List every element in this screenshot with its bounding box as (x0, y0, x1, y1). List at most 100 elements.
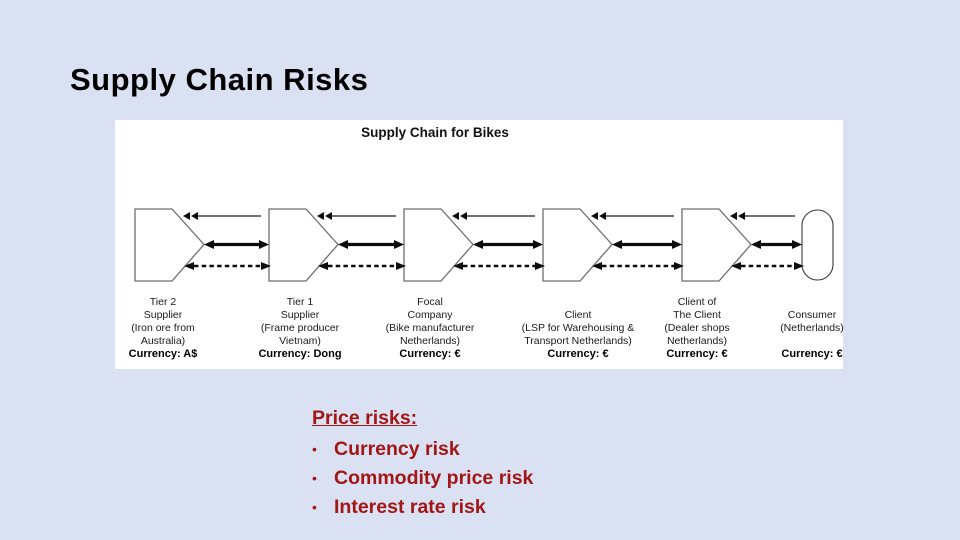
goods-flow-arrow (204, 240, 269, 249)
info-flow-arrow (317, 212, 396, 220)
arrow-head (183, 212, 190, 220)
arrow-head (794, 262, 804, 270)
arrow-head (261, 262, 271, 270)
tier2-supplier-shape (134, 208, 205, 282)
slide-title: Supply Chain Risks (70, 62, 369, 97)
arrow-head (592, 262, 602, 270)
goods-flow-arrow (612, 240, 682, 249)
arrow-head (674, 262, 684, 270)
payment-flow-arrow (318, 262, 406, 270)
tier1-supplier-shape (268, 208, 339, 282)
supply-chain-flow-graphic (134, 208, 834, 282)
diagram-title: Supply Chain for Bikes (361, 125, 509, 140)
entity-currency: Currency: € (781, 348, 843, 360)
payment-flow-arrow (453, 262, 545, 270)
arrow-head (792, 240, 802, 249)
arrow-head (325, 212, 332, 220)
goods-flow-arrow (751, 240, 802, 249)
entity-label-line: Client (564, 309, 592, 321)
entity-label-line: (Frame producer (260, 322, 340, 334)
entity-label-tier2-supplier: Tier 2 Supplier (Iron ore from Australia… (78, 296, 248, 361)
entity-label-line (727, 296, 897, 309)
list-item: • Commodity price risk (312, 464, 533, 493)
arrow-head (730, 212, 737, 220)
price-risks-block: Price risks: • Currency risk • Commodity… (312, 407, 533, 522)
info-flow-arrow (591, 212, 674, 220)
entity-currency: Currency: € (547, 348, 609, 360)
entity-label-line: Focal (417, 296, 443, 308)
payment-flow-arrow (592, 262, 684, 270)
list-item: • Interest rate risk (312, 493, 533, 522)
list-item: • Currency risk (312, 435, 533, 464)
client-of-client-shape (681, 208, 752, 282)
arrow-head (591, 212, 598, 220)
arrow-head (535, 262, 545, 270)
entity-label-client: Client (LSP for Warehousing & Transport … (493, 296, 663, 361)
entity-label-line: Transport Netherlands) (524, 335, 632, 347)
entity-label-line: Tier 2 (149, 296, 177, 308)
entity-label-line (727, 335, 897, 348)
entity-label-focal-company: Focal Company (Bike manufacturer Netherl… (345, 296, 515, 361)
bullet-icon: • (312, 470, 317, 486)
arrow-head (184, 262, 194, 270)
consumer-shape (801, 209, 834, 281)
payment-flow-arrow (184, 262, 271, 270)
entity-label-line: (Netherlands) (780, 322, 844, 334)
arrow-head (338, 240, 348, 249)
arrow-head (599, 212, 606, 220)
entity-currency: Currency: Dong (258, 348, 342, 360)
arrow-head (533, 240, 543, 249)
supply-chain-diagram: Supply Chain for Bikes (115, 120, 844, 369)
arrow-head (453, 262, 463, 270)
entity-label-line: Supplier (280, 309, 320, 321)
entity-label-client-of-client: Client of The Client (Dealer shops Nethe… (612, 296, 782, 361)
info-flow-arrow (183, 212, 261, 220)
arrow-head (612, 240, 622, 249)
price-risks-list: • Currency risk • Commodity price risk •… (312, 435, 533, 522)
payment-flow-arrow (731, 262, 804, 270)
arrow-head (191, 212, 198, 220)
entity-label-line: (Iron ore from (131, 322, 195, 334)
arrow-head (318, 262, 328, 270)
arrow-head (731, 262, 741, 270)
bullet-icon: • (312, 499, 317, 515)
entity-label-line: Supplier (143, 309, 183, 321)
arrow-head (473, 240, 483, 249)
arrow-head (204, 240, 214, 249)
entity-label-consumer: Consumer (Netherlands) Currency: € (727, 296, 897, 361)
entity-label-line: The Client (673, 309, 721, 321)
goods-flow-arrow (338, 240, 404, 249)
goods-flow-arrow (473, 240, 543, 249)
entity-currency: Currency: € (399, 348, 461, 360)
arrow-head (672, 240, 682, 249)
focal-company-shape (403, 208, 474, 282)
arrow-head (738, 212, 745, 220)
risk-item-label: Interest rate risk (334, 496, 486, 518)
entity-label-line: Consumer (787, 309, 837, 321)
entity-label-line: Client of (677, 296, 717, 308)
arrow-head (317, 212, 324, 220)
entity-label-tier1-supplier: Tier 1 Supplier (Frame producer Vietnam)… (215, 296, 385, 361)
arrow-head (259, 240, 269, 249)
arrow-head (452, 212, 459, 220)
risk-item-label: Currency risk (334, 438, 460, 460)
entity-label-line: Netherlands) (666, 335, 728, 347)
bullet-icon: • (312, 441, 317, 457)
info-flow-arrow (452, 212, 535, 220)
entity-label-line: (Bike manufacturer (385, 322, 475, 334)
price-risks-heading: Price risks: (312, 407, 418, 429)
arrow-head (394, 240, 404, 249)
entity-label-line: Company (407, 309, 453, 321)
entity-label-line: Netherlands) (399, 335, 461, 347)
arrow-head (751, 240, 761, 249)
entity-label-line: (LSP for Warehousing & (521, 322, 635, 334)
risk-item-label: Commodity price risk (334, 467, 534, 489)
entity-label-line: (Dealer shops (664, 322, 730, 334)
entity-currency: Currency: A$ (128, 348, 198, 360)
info-flow-arrow (730, 212, 795, 220)
entity-label-line: Vietnam) (279, 335, 321, 347)
client-shape (542, 208, 613, 282)
arrow-head (460, 212, 467, 220)
entity-currency: Currency: € (666, 348, 728, 360)
